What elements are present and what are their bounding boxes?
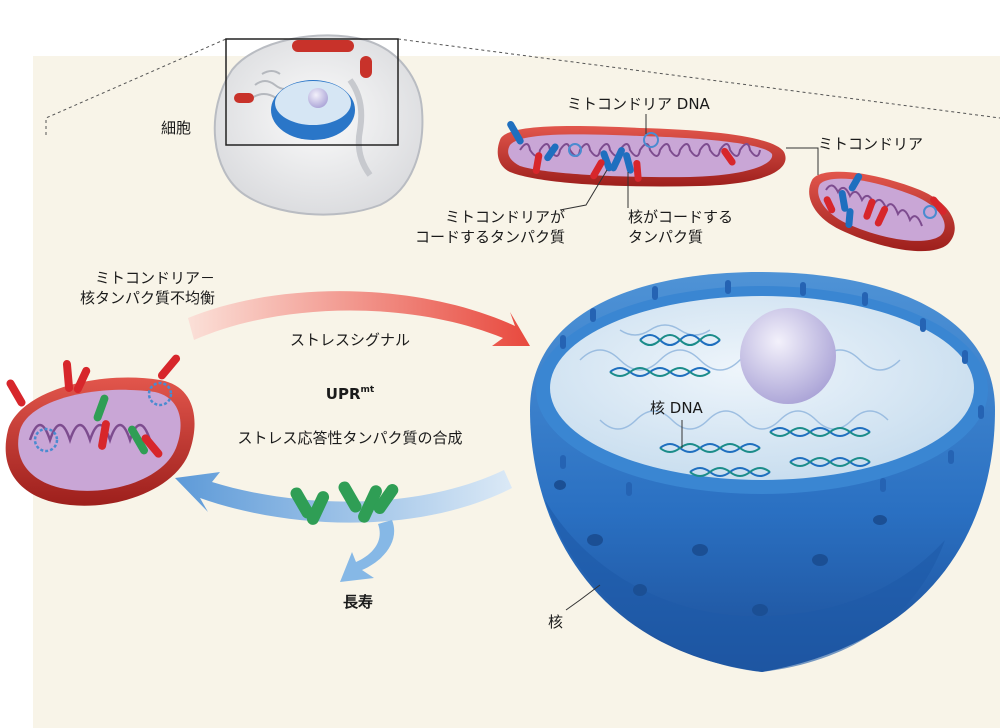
mitochondrion-small <box>809 171 955 252</box>
stress-signal-arrow <box>188 291 530 346</box>
imbalance-label: ミトコンドリア－ 核タンパク質不均衡 <box>79 269 215 307</box>
upr-mt-label: UPRmt <box>325 385 375 403</box>
cell-label: 細胞 <box>161 119 192 137</box>
mito-encoded-protein-label: ミトコンドリアが コードするタンパク質 <box>414 208 565 246</box>
cell-illustration <box>213 34 424 216</box>
leader-lines-nucleus <box>565 420 683 611</box>
leader-lines-top <box>559 114 819 211</box>
stress-response-proteins <box>290 481 399 525</box>
synthesis-label: ストレス応答性タンパク質の合成 <box>237 429 463 447</box>
longevity-label: 長寿 <box>342 593 373 611</box>
nuclear-dna-label: 核 DNA <box>650 399 703 417</box>
mitochondria-label: ミトコンドリア <box>818 135 924 153</box>
nuclear-encoded-protein-label: 核がコードする タンパク質 <box>628 208 734 246</box>
mitochondrion-stressed <box>5 354 195 506</box>
mitochondrion-large <box>497 121 786 187</box>
nucleus-illustration <box>530 272 995 672</box>
zoom-guide-lines <box>45 38 1000 135</box>
stress-signal-label: ストレスシグナル <box>289 331 410 349</box>
nucleus-label: 核 <box>548 613 564 631</box>
response-arrow <box>175 470 512 582</box>
mito-dna-label: ミトコンドリア DNA <box>567 95 710 113</box>
